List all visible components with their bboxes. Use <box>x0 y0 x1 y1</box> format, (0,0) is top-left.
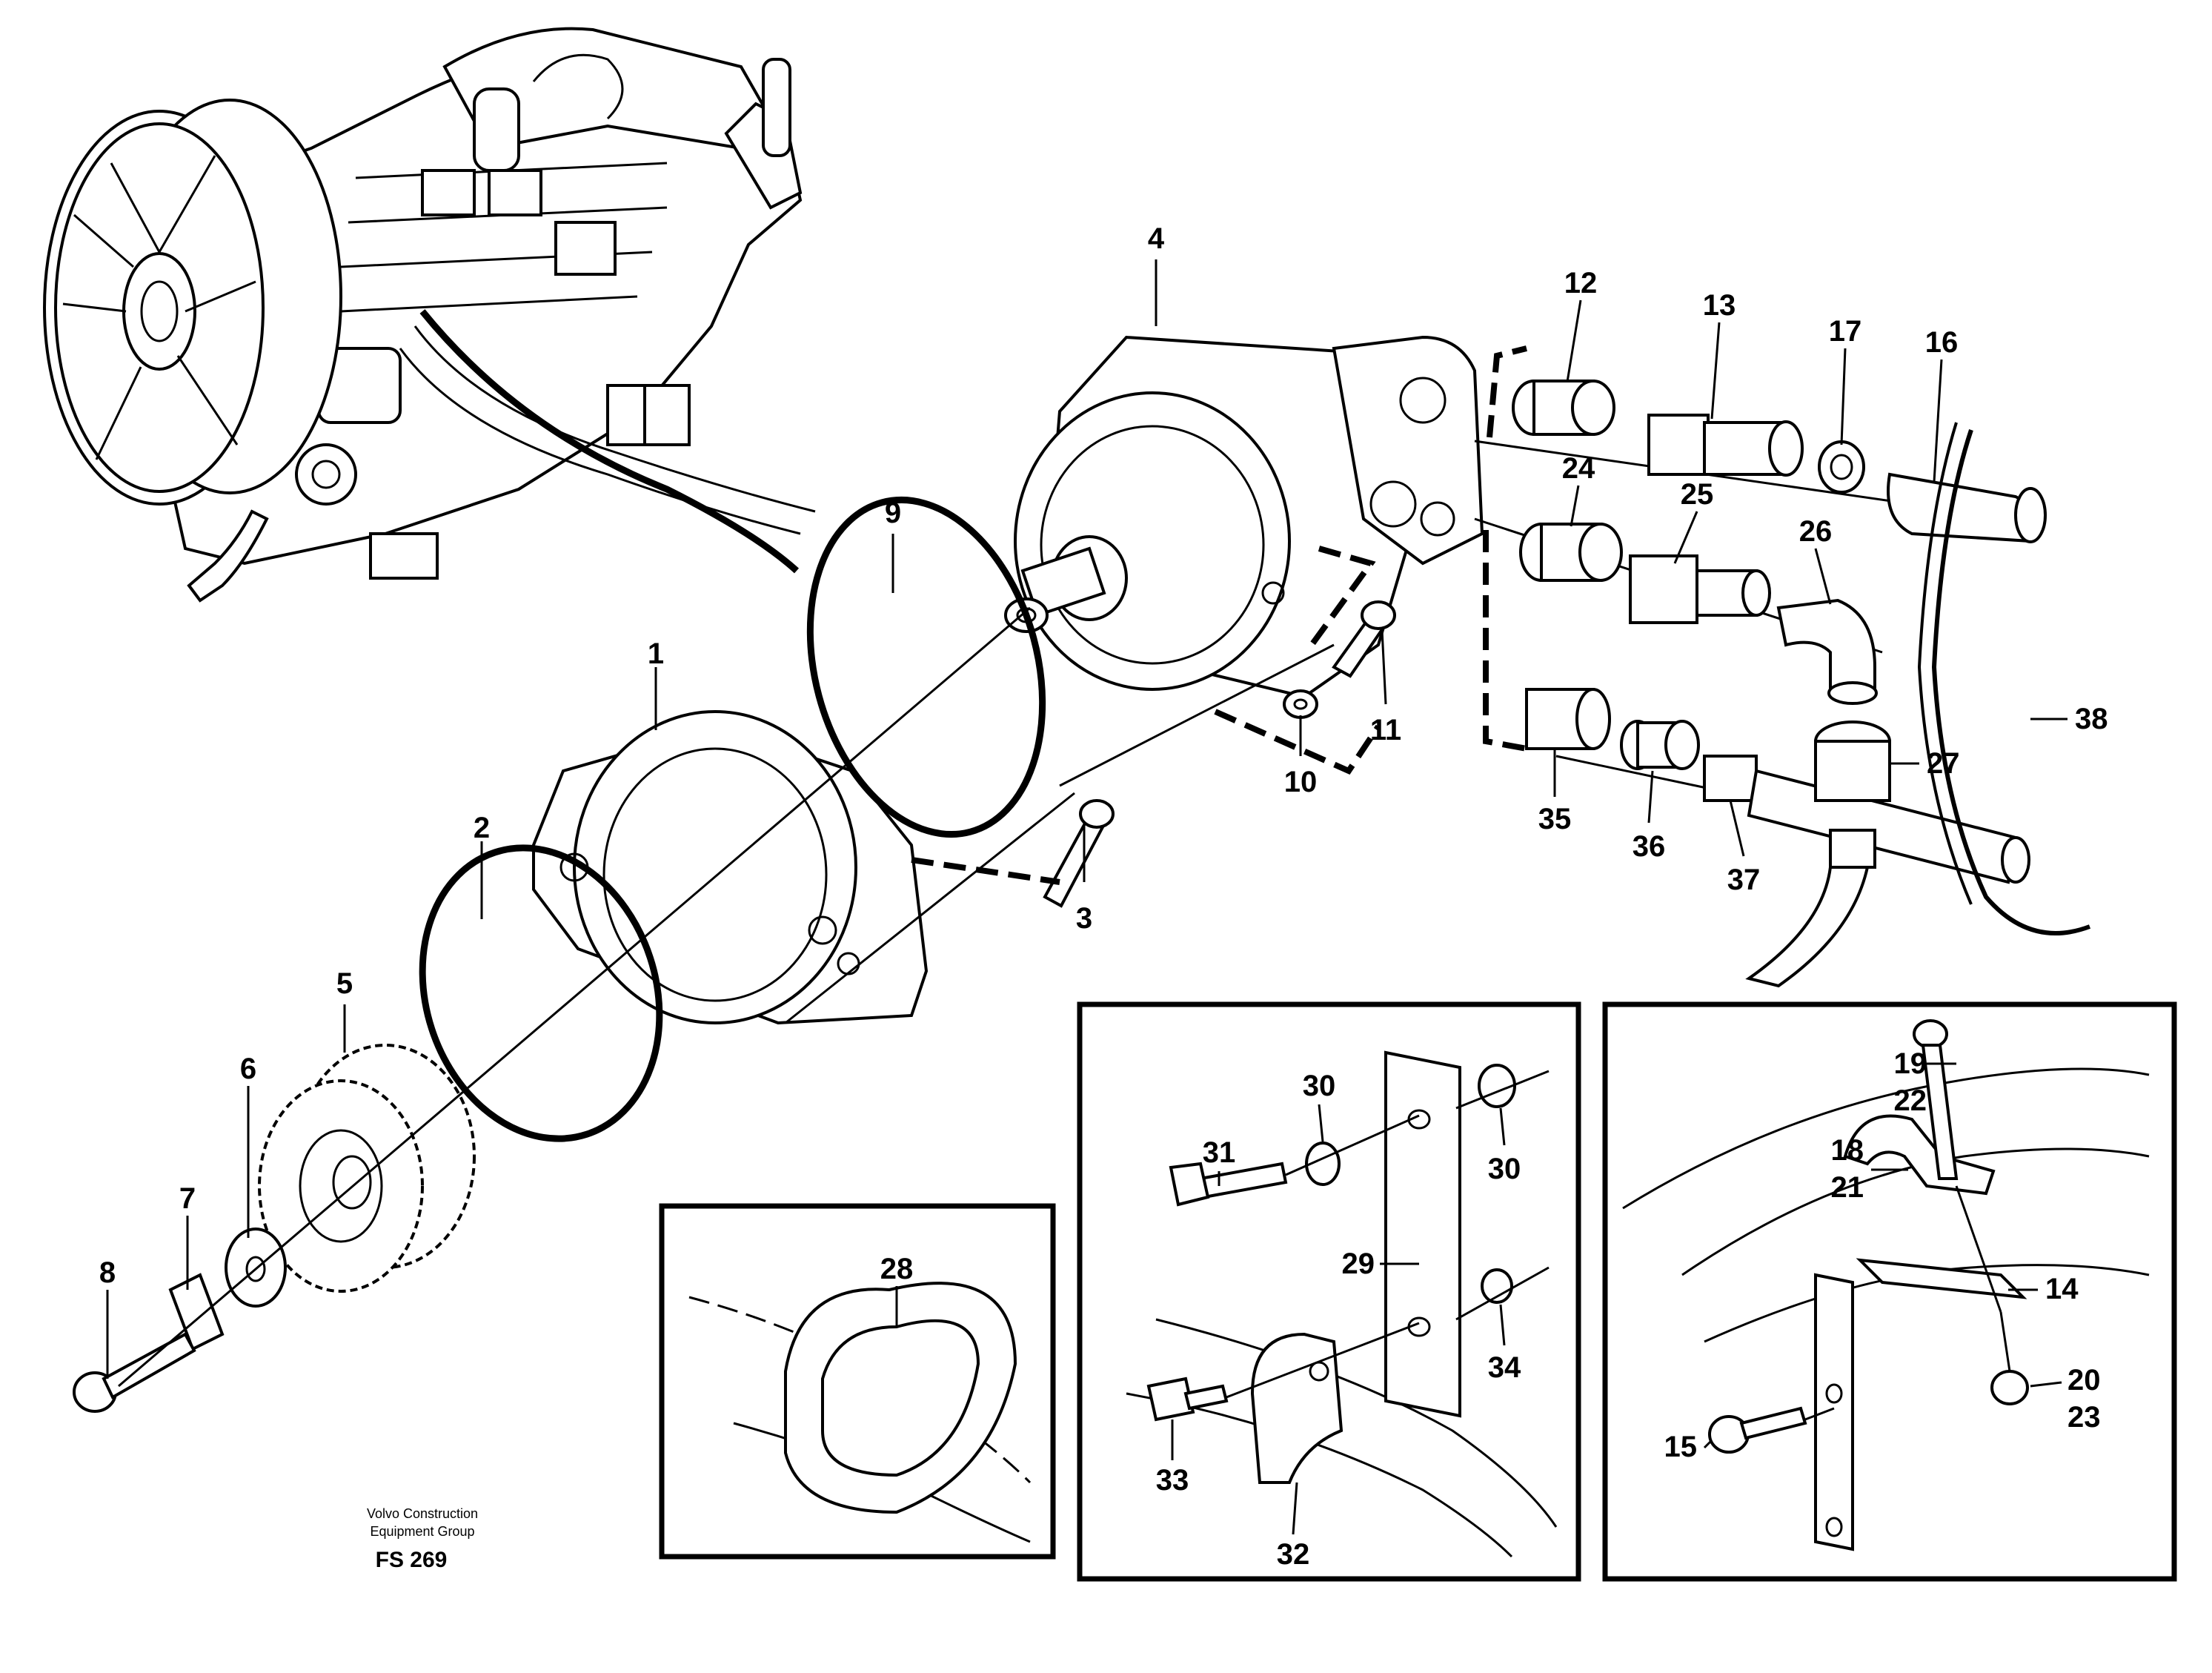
label-5: 5 <box>336 967 353 1000</box>
label-30b: 30 <box>1488 1153 1521 1185</box>
o-ring-9 <box>806 496 1046 838</box>
inset-box-seal <box>659 1203 1056 1560</box>
label-1: 1 <box>648 637 664 670</box>
label-28: 28 <box>880 1253 914 1285</box>
screw-8 <box>73 1332 196 1413</box>
label-27: 27 <box>1927 747 1960 780</box>
screw-11 <box>1332 600 1396 678</box>
label-10: 10 <box>1284 766 1318 798</box>
tee-27 <box>1745 720 1891 988</box>
label-31: 31 <box>1203 1136 1236 1169</box>
fitting-24 <box>1519 523 1623 582</box>
flange-housing <box>532 710 929 1025</box>
label-7: 7 <box>179 1182 196 1215</box>
label-37: 37 <box>1727 864 1761 896</box>
leader-lines <box>106 259 2067 1535</box>
o-ring-2 <box>419 844 663 1142</box>
label-22: 22 <box>1894 1084 1927 1117</box>
credit-line-1: Volvo Construction <box>367 1506 478 1521</box>
label-29: 29 <box>1342 1248 1375 1280</box>
label-11: 11 <box>1370 714 1401 746</box>
label-35: 35 <box>1538 803 1572 835</box>
label-9: 9 <box>885 497 901 529</box>
label-2: 2 <box>474 812 490 844</box>
callout-labels: 1 2 3 4 5 6 7 8 9 10 11 12 13 14 15 16 1… <box>99 222 2108 1571</box>
hydraulic-pump <box>1004 335 1484 699</box>
bolt-19 <box>1913 1019 1959 1180</box>
label-12: 12 <box>1564 267 1598 299</box>
washer-6 <box>225 1228 287 1308</box>
label-18: 18 <box>1831 1134 1864 1167</box>
elbow-26 <box>1776 598 1878 705</box>
washer-10 <box>1283 689 1318 719</box>
label-34: 34 <box>1488 1351 1521 1384</box>
assembly-axis-lines <box>118 345 1913 1388</box>
gear <box>258 1044 476 1293</box>
label-24: 24 <box>1562 452 1595 485</box>
inset-box-bracket <box>1077 1001 1581 1582</box>
inset-box-clamp <box>1602 1001 2177 1582</box>
publisher-credit: Volvo Construction Equipment Group FS 26… <box>367 1506 478 1572</box>
bolt-33 <box>1146 1377 1229 1422</box>
label-26: 26 <box>1799 515 1833 548</box>
bracket-14 <box>1856 1258 2027 1299</box>
bolt-31 <box>1169 1162 1288 1207</box>
washer-30a <box>1305 1142 1341 1186</box>
clamp-17 <box>1818 440 1865 494</box>
nut-34 <box>1481 1268 1513 1304</box>
label-13: 13 <box>1703 289 1736 322</box>
label-30a: 30 <box>1303 1070 1336 1102</box>
label-16: 16 <box>1925 326 1959 359</box>
label-36: 36 <box>1633 830 1666 863</box>
screw-3 <box>1043 799 1115 908</box>
label-23: 23 <box>2067 1401 2101 1434</box>
engine-illustration <box>43 27 816 603</box>
label-4: 4 <box>1148 222 1165 255</box>
label-38: 38 <box>2075 703 2108 735</box>
label-32: 32 <box>1277 1538 1310 1571</box>
label-15: 15 <box>1664 1431 1698 1463</box>
label-8: 8 <box>99 1256 116 1289</box>
strap-38 <box>1931 429 2091 935</box>
label-21: 21 <box>1831 1171 1864 1204</box>
label-19: 19 <box>1894 1047 1927 1080</box>
fitting-35 <box>1525 688 1611 750</box>
nut-13 <box>1647 414 1804 477</box>
label-17: 17 <box>1829 315 1862 348</box>
label-25: 25 <box>1681 478 1714 511</box>
fitting-36 <box>1620 720 1700 770</box>
label-3: 3 <box>1076 902 1092 935</box>
fitting-25 <box>1629 554 1771 624</box>
figure-code: FS 269 <box>376 1548 448 1572</box>
hose-16 <box>1887 472 2047 543</box>
label-33: 33 <box>1156 1464 1189 1497</box>
nut-20 <box>1990 1370 2029 1405</box>
credit-line-2: Equipment Group <box>370 1524 474 1539</box>
fitting-12 <box>1512 380 1615 436</box>
label-6: 6 <box>240 1053 256 1085</box>
bolt-15 <box>1708 1406 1807 1454</box>
label-14: 14 <box>2045 1273 2079 1305</box>
label-20: 20 <box>2067 1364 2101 1397</box>
